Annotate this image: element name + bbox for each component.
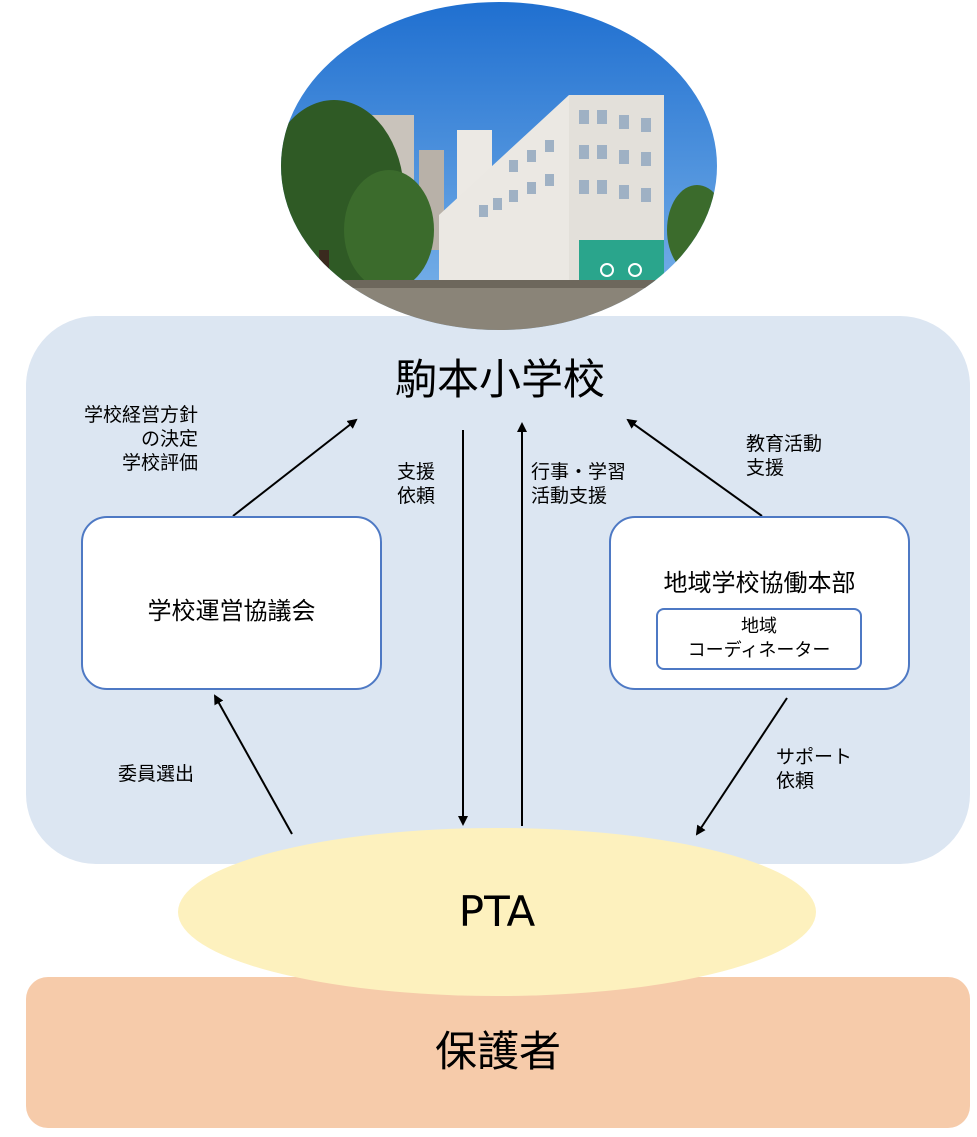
pta-ellipse xyxy=(178,828,816,996)
community-hq-title: 地域学校協働本部 xyxy=(663,569,856,597)
label-support-request2: サポート 依頼 xyxy=(776,746,853,792)
arrow-pta-to-council xyxy=(214,694,293,835)
arrow-council-to-school xyxy=(232,418,358,517)
label-event-support: 行事・学習 活動支援 xyxy=(531,461,627,507)
school-title: 駒本小学校 xyxy=(394,355,605,404)
guardians-label: 保護者 xyxy=(434,1027,561,1076)
school-photo xyxy=(281,2,717,330)
coordinator-box: 地域 コーディネーター xyxy=(656,608,862,670)
label-committee-selection: 委員選出 xyxy=(118,763,195,785)
pta-label: PTA xyxy=(458,887,536,936)
coordinator-label: 地域 コーディネーター xyxy=(687,616,831,661)
label-support-request: 支援 依頼 xyxy=(397,461,436,507)
arrow-hq-to-school xyxy=(626,418,763,517)
arrow-hq-to-pta xyxy=(695,697,788,836)
school-council-title: 学校運営協議会 xyxy=(147,597,316,625)
label-policy: 学校経営方針 の決定 学校評価 xyxy=(83,404,198,474)
school-council-box: 学校運営協議会 xyxy=(81,516,382,690)
guardians-box xyxy=(26,977,970,1128)
label-edu-support: 教育活動 支援 xyxy=(746,433,823,479)
